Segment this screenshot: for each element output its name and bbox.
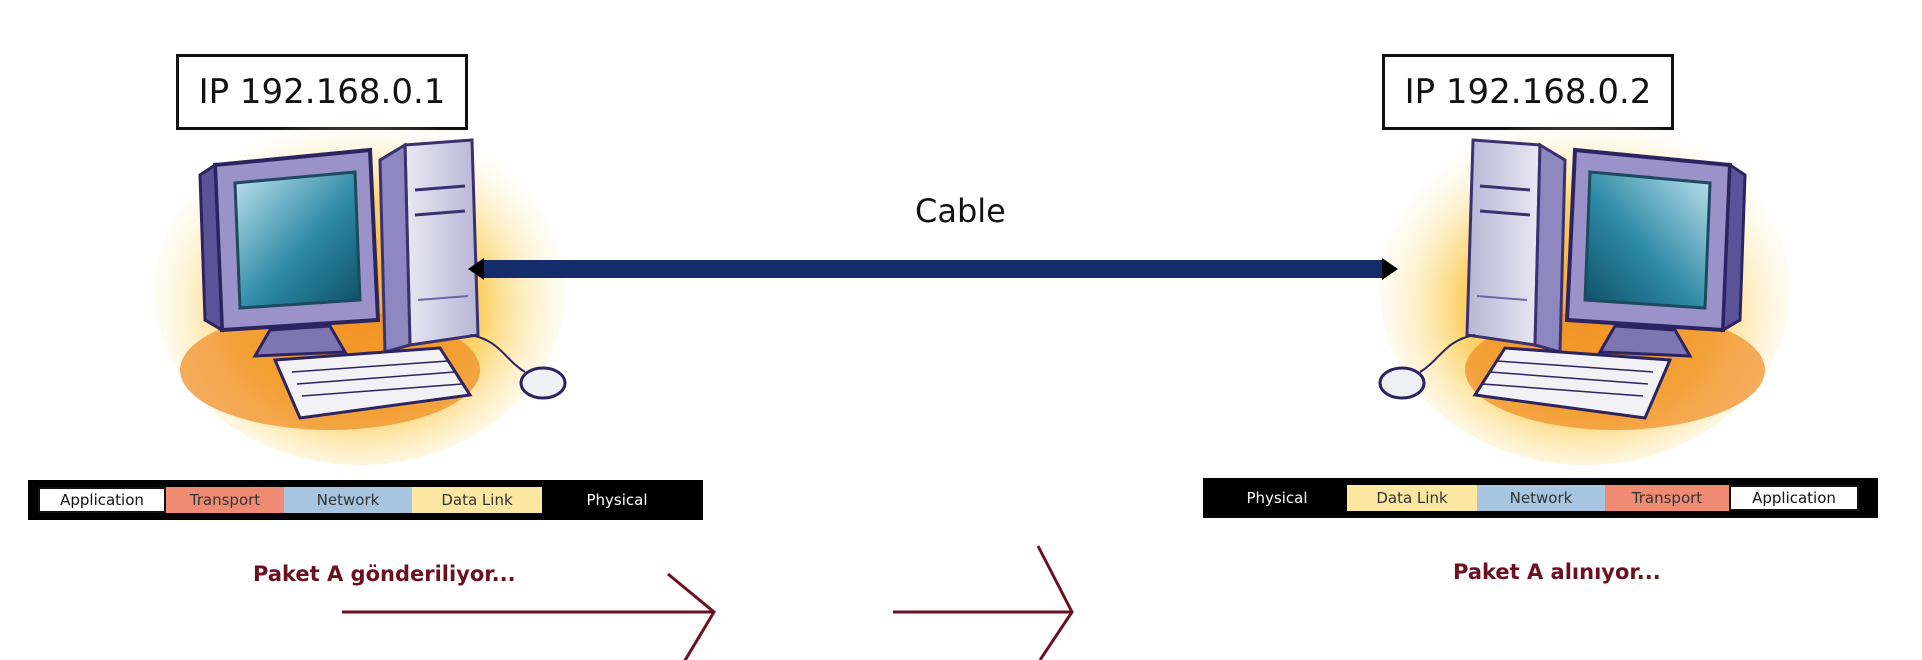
right-layer-network-label: Network — [1509, 489, 1573, 507]
right-layer-physical: Physical — [1207, 485, 1347, 511]
left-layer-transport: Transport — [166, 487, 284, 513]
left-status-text: Paket A gönderiliyor... — [253, 562, 516, 586]
left-layer-network-label: Network — [316, 491, 380, 509]
left-layer-application-label: Application — [60, 491, 144, 509]
right-layer-transport: Transport — [1605, 485, 1729, 511]
right-layer-data-link: Data Link — [1347, 485, 1477, 511]
left-layer-data-link-label: Data Link — [441, 491, 513, 509]
left-layer-network: Network — [284, 487, 412, 513]
right-layer-application-label: Application — [1752, 489, 1836, 507]
right-layer-application: Application — [1729, 485, 1859, 511]
left-layer-physical-label: Physical — [586, 491, 648, 509]
left-layer-data-link: Data Link — [412, 487, 542, 513]
flow-arrow-right-icon — [893, 545, 1074, 660]
left-layer-physical: Physical — [542, 487, 692, 513]
cable-label: Cable — [915, 192, 1006, 230]
left-layer-application: Application — [38, 487, 166, 513]
right-status-text: Paket A alınıyor... — [1453, 560, 1661, 584]
right-layer-data-link-label: Data Link — [1376, 489, 1448, 507]
left-ip-label: IP 192.168.0.1 — [176, 54, 468, 130]
left-status-label: Paket A gönderiliyor... — [253, 562, 516, 586]
right-layer-physical-label: Physical — [1246, 489, 1308, 507]
right-layer-transport-label: Transport — [1631, 489, 1703, 507]
right-ip-text: IP 192.168.0.2 — [1404, 72, 1652, 112]
left-computer-icon — [155, 115, 567, 465]
right-protocol-stack: Physical Data Link Network Transport App… — [1203, 478, 1878, 518]
cable-label-text: Cable — [915, 192, 1006, 230]
right-layer-network: Network — [1477, 485, 1605, 511]
left-protocol-stack: Application Transport Network Data Link … — [28, 480, 703, 520]
left-ip-text: IP 192.168.0.1 — [198, 72, 446, 112]
left-layer-transport-label: Transport — [189, 491, 261, 509]
right-status-label: Paket A alınıyor... — [1453, 560, 1661, 584]
right-computer-icon — [1378, 115, 1790, 465]
cable — [468, 258, 1398, 280]
flow-arrow-left-icon — [342, 572, 716, 660]
